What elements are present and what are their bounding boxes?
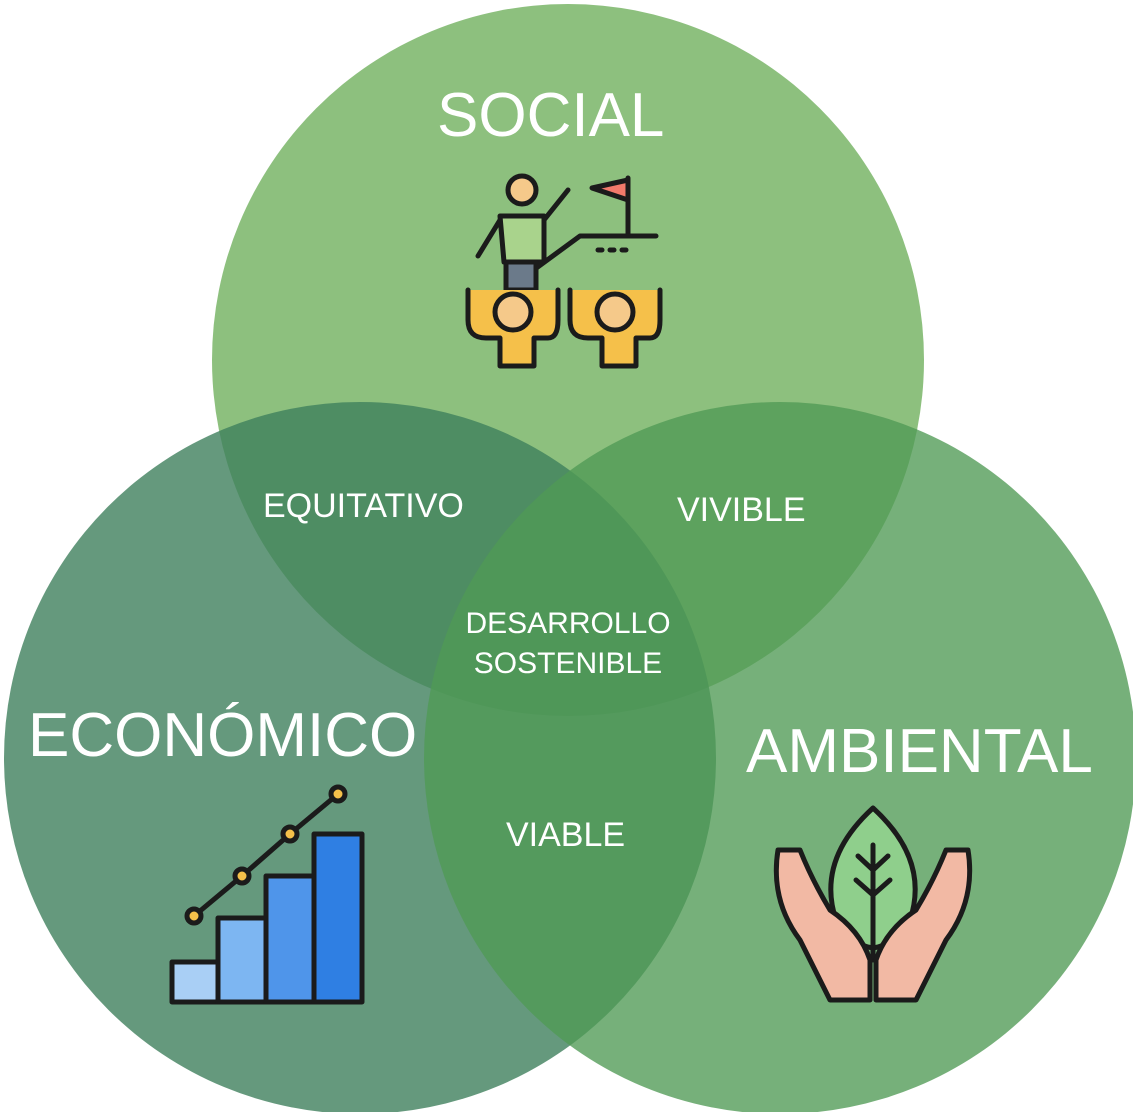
label-sostenible: SOSTENIBLE [473, 647, 663, 680]
circle-ambiental [424, 402, 1133, 1114]
label-desarrollo: DESARROLLO [465, 607, 671, 640]
people-achievement-icon [465, 173, 663, 369]
label-vivible: VIVIBLE [677, 491, 806, 529]
label-economico: ECONÓMICO [28, 701, 418, 770]
hands-leaf-icon [773, 805, 973, 1003]
label-equitativo: EQUITATIVO [263, 487, 464, 525]
label-viable: VIABLE [506, 816, 626, 854]
bar-chart-growth-icon [169, 784, 365, 1005]
label-ambiental: AMBIENTAL [746, 717, 1093, 786]
label-social: SOCIAL [437, 81, 665, 150]
